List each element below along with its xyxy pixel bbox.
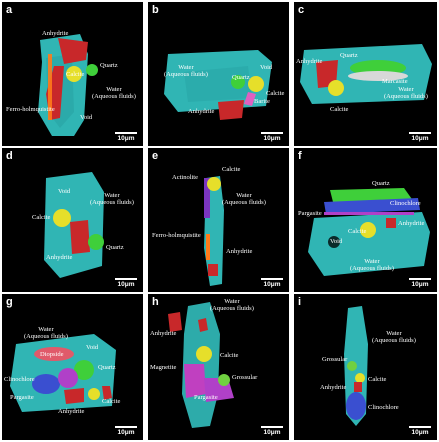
label-calcite: Calcite [220,352,239,359]
panel-f: f Quartz Clinochlore Pargasite Anhydrite… [294,148,437,292]
label-actinolite: Actinolite [172,174,198,181]
scale-bar: 10μm [409,426,431,436]
label-quartz: Quartz [340,52,358,59]
label-pargasite: Pargasite [298,210,322,217]
label-calcite: Calcite [66,71,85,78]
panel-f-letter: f [298,150,302,162]
panel-g-render [10,334,116,412]
label-water: Water(Aqueous fluids) [90,192,134,206]
label-pargasite: Pargasite [10,394,34,401]
label-void: Void [260,64,273,71]
label-quartz: Quartz [232,74,250,81]
panel-c-letter: c [298,4,305,16]
panel-a-letter: a [6,4,13,16]
label-void: Void [330,238,343,245]
label-grossular: Grossular [322,356,348,363]
label-anhydrite: Anhydrite [188,108,215,115]
label-quartz: Quartz [372,180,390,187]
label-clinochlore: Clinochlore [4,376,35,383]
scale-bar: 10μm [115,426,137,436]
label-water: Water(Aqueous fluids) [384,86,428,100]
label-anhydrite: Anhydrite [226,248,253,255]
label-quartz: Quartz [106,244,124,251]
panel-f-render [308,188,430,276]
label-pargasite: Pargasite [194,394,218,401]
panel-h-render [168,302,234,428]
panel-d-letter: d [6,150,13,162]
panel-g: g Water(Aqueous fluids) Void Diopside Qu… [2,294,143,440]
label-quartz: Quartz [98,364,116,371]
label-quartz: Quartz [100,62,118,69]
label-anhydrite: Anhydrite [42,30,69,37]
panel-i-render [344,306,368,426]
label-calcite: Calcite [102,398,121,405]
label-calcite: Calcite [222,166,241,173]
panel-c-render [300,44,432,104]
panel-b: b Water(Aqueous fluids) Void Quartz Calc… [148,2,289,146]
panel-i-letter: i [298,296,302,308]
label-void: Void [58,188,71,195]
panel-e: e Calcite Actinolite Water(Aqueous fluid… [148,148,289,292]
label-clinochlore: Clinochlore [390,200,421,207]
scale-bar: 10μm [261,132,283,142]
label-anhydrite: Anhydrite [398,220,425,227]
label-water: Water(Aqueous fluids) [222,192,266,206]
panel-d: d Void Water(Aqueous fluids) Calcite Anh… [2,148,143,292]
label-anhydrite: Anhydrite [320,384,347,391]
panel-i: i Water(Aqueous fluids) Grossular Calcit… [294,294,437,440]
label-water: Water(Aqueous fluids) [24,326,68,340]
scale-bar: 10μm [261,426,283,436]
label-water: Water(Aqueous fluids) [210,298,254,312]
scale-bar: 10μm [409,278,431,288]
label-calcite: Calcite [368,376,387,383]
label-anhydrite: Anhydrite [58,408,85,415]
label-calcite: Calcite [266,90,285,97]
label-clinochlore: Clinochlore [368,404,399,411]
scale-bar: 10μm [115,132,137,142]
panel-a-render [38,34,98,136]
panel-d-render [44,172,104,278]
scale-bar: 10μm [115,278,137,288]
label-calcite: Calcite [348,228,367,235]
panel-e-letter: e [152,150,159,162]
label-water: Water(Aqueous fluids) [164,64,208,78]
label-anhydrite: Anhydrite [296,58,323,65]
label-calcite: Calcite [32,214,51,221]
panel-a: a Anhydrite Quartz Calcite Water(Aqueous… [2,2,143,146]
label-diopside: Diopside [40,351,64,358]
label-water: Water(Aqueous fluids) [372,330,416,344]
panel-c: c Anhydrite Quartz Marcasite Water(Aqueo… [294,2,437,146]
label-anhydrite: Anhydrite [150,330,177,337]
label-ferro-holmquistite: Ferro-holmquistite [6,106,55,113]
label-marcasite: Marcasite [382,78,408,85]
panel-b-letter: b [152,4,159,16]
panel-g-letter: g [6,296,13,308]
label-water: Water(Aqueous fluids) [92,86,136,100]
scale-bar: 10μm [261,278,283,288]
panel-b-render [164,50,272,120]
label-water: Water(Aqueous fluids) [350,258,394,272]
panel-h-letter: h [152,296,159,308]
label-anhydrite: Anhydrite [46,254,73,261]
label-ferro-holmquistite: Ferro-holmquistite [152,232,201,239]
panel-h: h Water(Aqueous fluids) Anhydrite Calcit… [148,294,289,440]
label-barite: Barite [254,98,270,105]
label-grossular: Grossular [232,374,258,381]
scale-bar: 10μm [409,132,431,142]
label-void: Void [86,344,99,351]
label-void: Void [80,114,93,121]
panel-e-render [204,176,224,286]
label-magnetite: Magnetite [150,364,177,371]
label-calcite: Calcite [330,106,349,113]
